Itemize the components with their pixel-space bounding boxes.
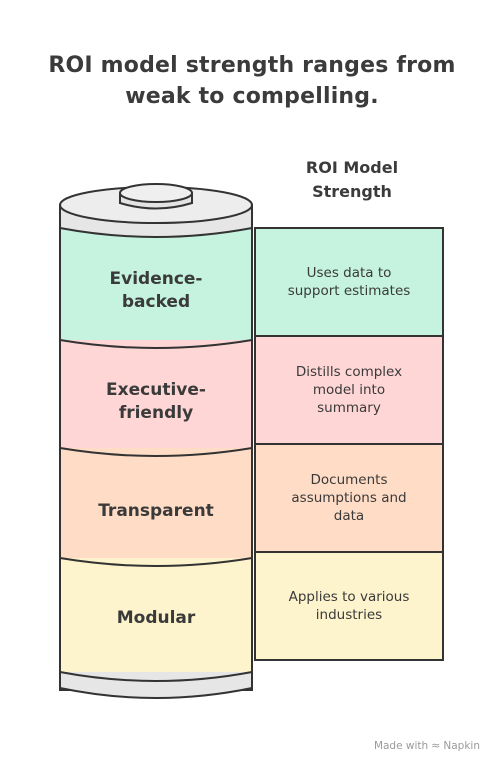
description-box-transparent: Documents assumptions and data [254, 443, 444, 553]
footer-brand: Napkin [443, 739, 480, 752]
segment-label-line: Modular [116, 608, 196, 628]
segment-fill-transparent [61, 448, 251, 558]
page-title: ROI model strength ranges from weak to c… [0, 50, 504, 112]
column-header: ROI Model Strength [262, 156, 442, 204]
title-line-2: weak to compelling. [125, 84, 379, 109]
description-line: Applies to various [288, 589, 410, 605]
footer-made-with: Made with [373, 739, 429, 752]
description-line: Uses data to [306, 265, 392, 281]
description-line: Documents [310, 472, 388, 488]
segment-label-evidence-backed: Evidence- backed [62, 268, 250, 314]
segment-label-line: friendly [118, 403, 194, 423]
description-line: assumptions and [291, 490, 407, 506]
column-header-line-2: Strength [312, 182, 392, 201]
napkin-logo-icon: ≈ [431, 739, 441, 752]
title-line-1: ROI model strength ranges from [48, 53, 456, 78]
segment-fill-executive-friendly [61, 340, 251, 448]
description-line: summary [317, 400, 381, 416]
description-box-evidence-backed: Uses data to support estimates [254, 227, 444, 337]
column-header-line-1: ROI Model [305, 158, 399, 177]
segment-label-line: Executive- [106, 380, 206, 400]
segment-fill-modular [61, 558, 251, 672]
footer-attribution: Made with ≈ Napkin [374, 739, 480, 752]
description-line: Distills complex [295, 364, 403, 380]
segment-label-transparent: Transparent [62, 500, 250, 523]
segment-label-line: backed [121, 292, 191, 312]
segment-divider-1 [59, 339, 253, 349]
segment-fill-evidence-backed [61, 228, 251, 340]
description-box-modular: Applies to various industries [254, 551, 444, 661]
segment-divider-2 [59, 447, 253, 457]
segment-label-line: Transparent [98, 501, 214, 521]
segment-label-modular: Modular [62, 607, 250, 630]
description-line: data [333, 508, 365, 524]
segment-label-line: Evidence- [109, 269, 203, 289]
segment-divider-3 [59, 557, 253, 567]
description-box-executive-friendly: Distills complex model into summary [254, 335, 444, 445]
description-line: support estimates [287, 283, 411, 299]
description-line: model into [312, 382, 386, 398]
description-line: industries [315, 607, 383, 623]
segment-label-executive-friendly: Executive- friendly [62, 379, 250, 425]
